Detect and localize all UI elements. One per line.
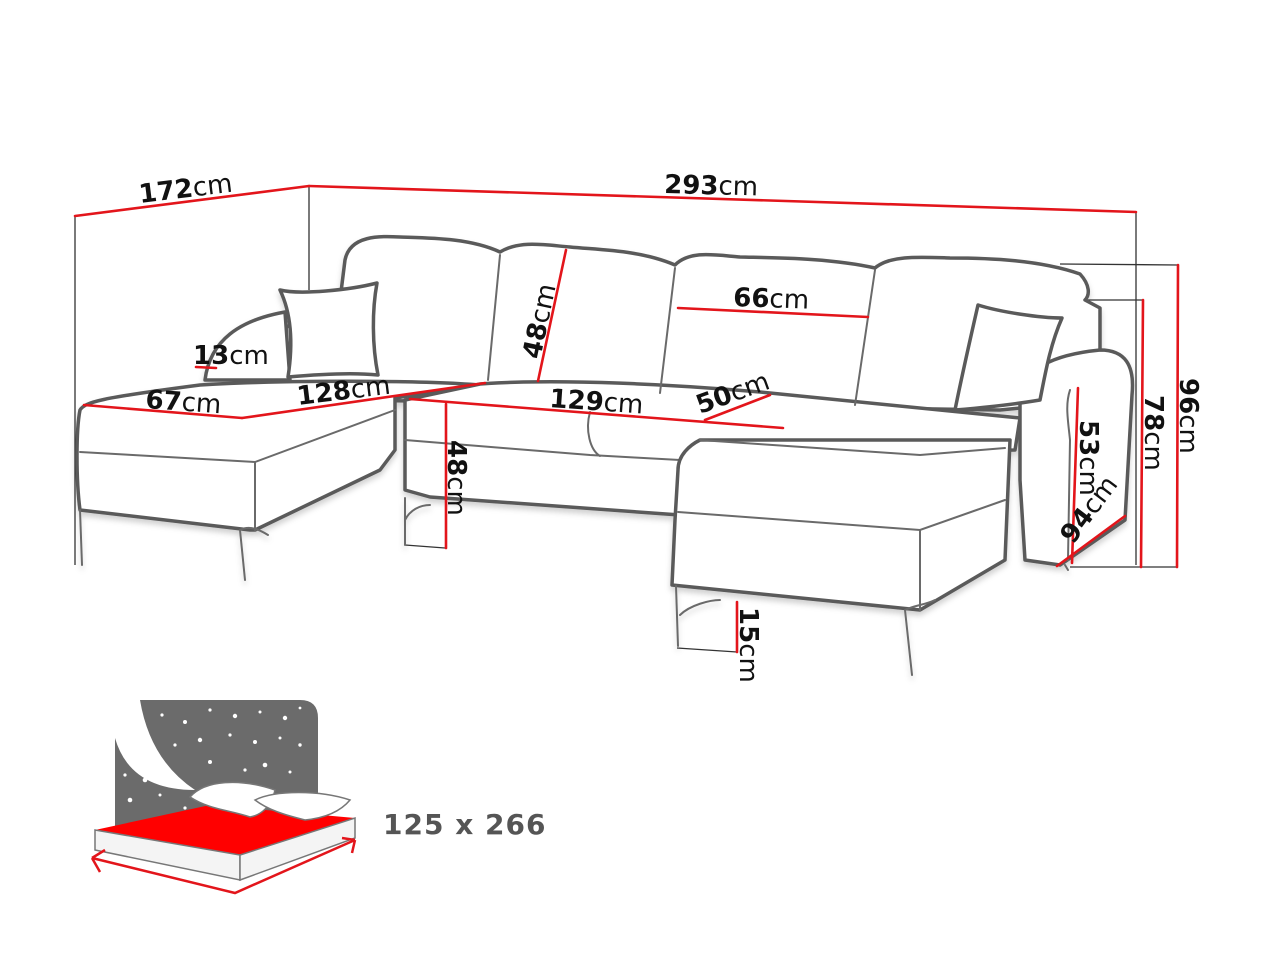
label-middle-seat-length: 129cm — [549, 384, 645, 420]
label-leg-height: 15cm — [733, 607, 763, 683]
extension-lines — [74, 186, 1179, 653]
bed-night-stars-icon — [90, 700, 357, 895]
label-chaise-width: 67cm — [145, 385, 223, 420]
dim-line-172 — [73, 184, 311, 218]
label-total-height: 96cm — [1173, 378, 1203, 454]
label-left-depth: 172cm — [137, 169, 234, 210]
left-chaise — [75, 379, 482, 532]
dim-line-48-back — [536, 248, 568, 383]
left-chaise-arm — [203, 310, 292, 382]
dim-line-129 — [408, 397, 785, 430]
dim-line-293 — [307, 184, 1138, 214]
left-pillow — [278, 281, 380, 379]
label-total-width: 293cm — [664, 170, 759, 202]
label-arm-height: 53cm — [1073, 420, 1103, 496]
sofa-backrest — [278, 234, 1102, 412]
dim-line-128 — [240, 381, 487, 420]
dim-line-67 — [82, 403, 244, 420]
leg — [1064, 564, 1069, 571]
sleeping-area-label: 125 x 266 — [383, 808, 546, 841]
label-back-height-inner: 78cm — [1138, 395, 1168, 471]
dim-line-78 — [1139, 298, 1145, 569]
dimension-labels: 172cm 293cm 13cm 67cm 128cm 48cm 66cm 12… — [137, 169, 1203, 683]
dim-line-66 — [676, 306, 870, 319]
dim-line-50 — [703, 393, 772, 422]
dim-line-53 — [1070, 386, 1080, 565]
label-left-seat-length: 128cm — [295, 371, 392, 412]
label-seat-height: 48cm — [441, 440, 471, 516]
right-pillow — [953, 303, 1064, 412]
leg — [904, 599, 936, 676]
leg — [404, 497, 431, 546]
leg — [79, 509, 83, 566]
label-back-cushion-width: 66cm — [733, 283, 810, 316]
leg — [675, 585, 721, 647]
dim-line-94 — [1055, 514, 1127, 568]
dim-line-96 — [1175, 263, 1180, 569]
dim-line-13 — [194, 365, 218, 370]
sofa-drawing — [75, 234, 1135, 676]
leg — [239, 526, 269, 581]
label-armrest-height: 13cm — [193, 341, 269, 371]
dimension-lines — [73, 184, 1180, 654]
